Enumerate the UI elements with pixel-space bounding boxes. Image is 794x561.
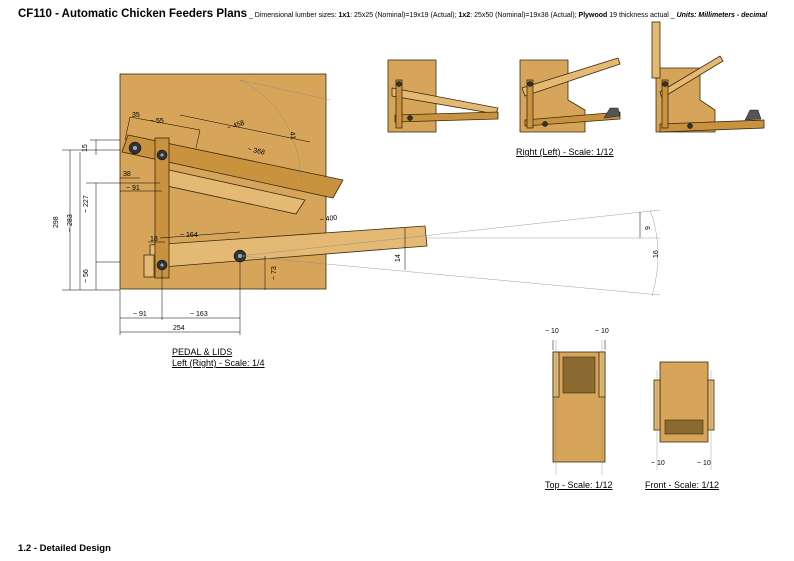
- side-view3-lid-open: [651, 21, 661, 79]
- dim-35: 35: [132, 112, 140, 119]
- side-view2-weight-icon: [603, 107, 621, 119]
- side-view3-lid: [659, 55, 724, 99]
- link-bolt-head-icon: [159, 152, 165, 158]
- dim-368: ~ 368: [247, 146, 266, 157]
- side-view-bar: [395, 79, 403, 129]
- dim-91-top: ~ 91: [126, 185, 140, 192]
- sheet-header: CF110 - Automatic Chicken Feeders Plans …: [18, 8, 767, 20]
- dim-91-bottom: ~ 91: [133, 311, 147, 318]
- top-view: ~ 10 ~ 10: [545, 328, 609, 475]
- dim-283: ~ 283: [67, 214, 74, 232]
- side-view2-bolt-icon: [527, 81, 533, 87]
- front-dim-10-left: ~ 10: [651, 460, 665, 467]
- side-view2-bar: [526, 79, 534, 129]
- side-view2-bolt2-icon: [542, 121, 548, 127]
- dim-227: ~ 227: [83, 195, 90, 213]
- side-view2-lid: [521, 57, 621, 97]
- lower-bolt-head-icon: [159, 262, 165, 268]
- side-view-closed: [387, 59, 499, 133]
- hinge-bolt-head-icon: [132, 145, 138, 151]
- dim-9: 9: [645, 226, 652, 230]
- side-view-bolt2-icon: [407, 115, 413, 121]
- dim-400: ~ 400: [319, 215, 338, 224]
- dim-73: ~ 73: [271, 266, 278, 280]
- side-view-bolt-icon: [396, 81, 402, 87]
- side-view3-weight-icon: [744, 109, 762, 121]
- header-sep: _ Dimensional lumber sizes:: [247, 12, 339, 19]
- plywood-label: Plywood: [578, 12, 608, 19]
- front-dim-10-right: ~ 10: [697, 460, 711, 467]
- dim-56: ~ 56: [83, 269, 90, 283]
- front-view-trough: [664, 419, 704, 435]
- dim-55: ~ 55: [150, 118, 164, 125]
- lumber-1x1-size: : 25x25 (Nominal)=19x19 (Actual);: [350, 12, 459, 19]
- side-view3-bar: [661, 79, 669, 129]
- units-note: Units: Millimeters - decimal: [676, 12, 768, 19]
- dim-254: 254: [173, 325, 185, 332]
- dim-163: ~ 163: [190, 311, 208, 318]
- dim-18: 18: [150, 236, 158, 243]
- long-lid: [121, 134, 344, 199]
- side-view2-panel: [519, 59, 586, 133]
- side-view-half: [519, 57, 621, 133]
- top-view-caption: Top - Scale: 1/12: [545, 480, 613, 490]
- dim-38: 38: [123, 171, 131, 178]
- pedal-lids-view: 35 ~ 55 ~ 458 41 ~ 368 15 38 ~ 91 298 ~ …: [53, 73, 661, 335]
- dim-164: ~ 164: [180, 232, 198, 239]
- section-label: 1.2 - Detailed Design: [18, 543, 111, 554]
- dim-298: 298: [53, 216, 60, 228]
- right-left-views: [387, 21, 765, 133]
- front-view: ~ 10 ~ 10: [651, 361, 715, 470]
- right-view-caption: Right (Left) - Scale: 1/12: [516, 147, 614, 157]
- side-view-pedal: [394, 111, 499, 123]
- lumber-1x1-label: 1x1: [338, 12, 351, 19]
- plan-title: CF110 - Automatic Chicken Feeders Plans: [18, 8, 248, 20]
- top-dim-10-left: ~ 10: [545, 328, 559, 335]
- pedal-stop-block: [143, 254, 155, 278]
- side-view2-pedal: [524, 111, 621, 127]
- front-view-caption: Front - Scale: 1/12: [645, 480, 720, 490]
- pedal-caption-line2: Left (Right) - Scale: 1/4: [172, 358, 265, 368]
- lumber-1x2-size: : 25x50 (Nominal)=19x38 (Actual);: [470, 12, 579, 19]
- side-view3-pedal: [659, 119, 765, 133]
- top-dim-10-right: ~ 10: [595, 328, 609, 335]
- plywood-thickness: 19 thickness actual _: [607, 12, 677, 19]
- lumber-1x2-label: 1x2: [458, 12, 471, 19]
- dim-14: 14: [395, 254, 402, 262]
- pedal-caption-line1: PEDAL & LIDS: [172, 347, 233, 357]
- top-view-opening: [562, 356, 596, 394]
- side-view3-bolt-icon: [662, 81, 668, 87]
- dimension-lines: [62, 79, 661, 335]
- dim-41: 41: [288, 131, 296, 140]
- dim-16: 16: [653, 250, 660, 258]
- side-view-open: [651, 21, 765, 133]
- dim-15: 15: [82, 144, 89, 152]
- side-view3-bolt2-icon: [687, 123, 693, 129]
